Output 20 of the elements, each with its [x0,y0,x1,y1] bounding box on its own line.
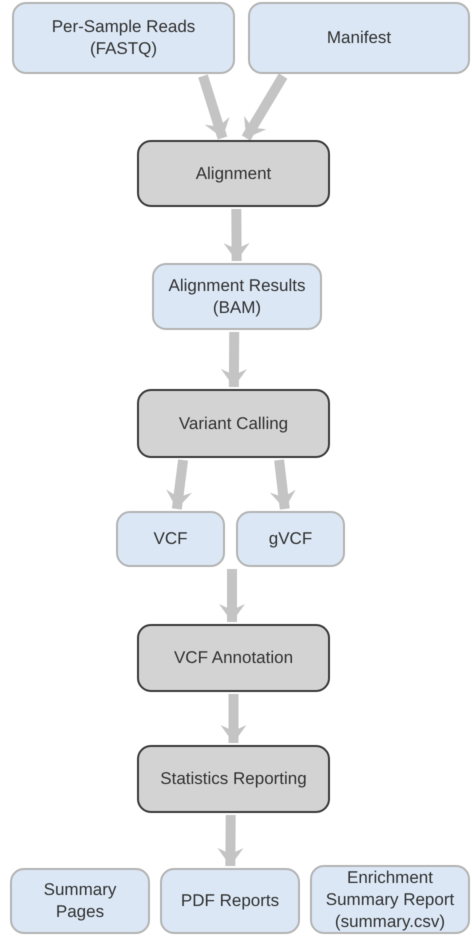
arrow [220,694,246,743]
data-box: Enrichment Summary Report (summary.csv) [310,865,470,934]
arrow [198,74,230,140]
data-box: VCF [116,511,225,567]
process-box: Variant Calling [137,389,330,458]
data-box: gVCF [236,511,345,567]
data-box: Alignment Results (BAM) [152,263,322,330]
process-box: VCF Annotation [137,624,330,692]
data-box: Manifest [248,2,470,74]
arrow [242,73,288,141]
process-box: Alignment [137,140,330,207]
arrow [220,332,247,388]
data-box: PDF Reports [160,868,300,934]
arrow [224,208,250,262]
arrow [270,459,296,510]
arrow [217,814,244,866]
data-box: Summary Pages [10,868,150,934]
process-box: Statistics Reporting [137,745,330,813]
arrow [166,459,192,510]
data-box: Per-Sample Reads (FASTQ) [12,2,235,74]
